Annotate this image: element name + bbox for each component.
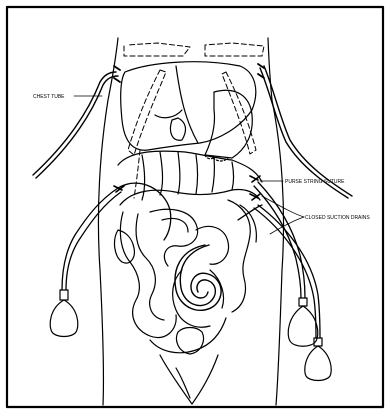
cecum [115, 230, 135, 263]
right-drain-bulb-2 [305, 338, 331, 381]
stomach [205, 90, 252, 161]
transverse-colon [118, 151, 262, 205]
right-drain-bulb-1 [288, 298, 318, 346]
liver [121, 62, 256, 150]
leader-lines [74, 96, 304, 234]
chest-tube-right [258, 64, 352, 198]
label-purse-string-suture: PURSE STRING SUTURE [285, 179, 345, 185]
small-intestine [120, 200, 256, 353]
coiled-drain [175, 245, 221, 310]
left-drain-bulb [50, 290, 78, 337]
pelvic-organs [160, 328, 218, 405]
chest-tube-left [33, 66, 120, 178]
gallbladder [170, 118, 185, 140]
label-chest-tube: CHEST TUBE [33, 94, 65, 100]
label-closed-suction-drains: CLOSED SUCTION DRAINS [305, 215, 370, 221]
figure-border [7, 7, 383, 407]
purse-string-sutures [114, 176, 260, 200]
